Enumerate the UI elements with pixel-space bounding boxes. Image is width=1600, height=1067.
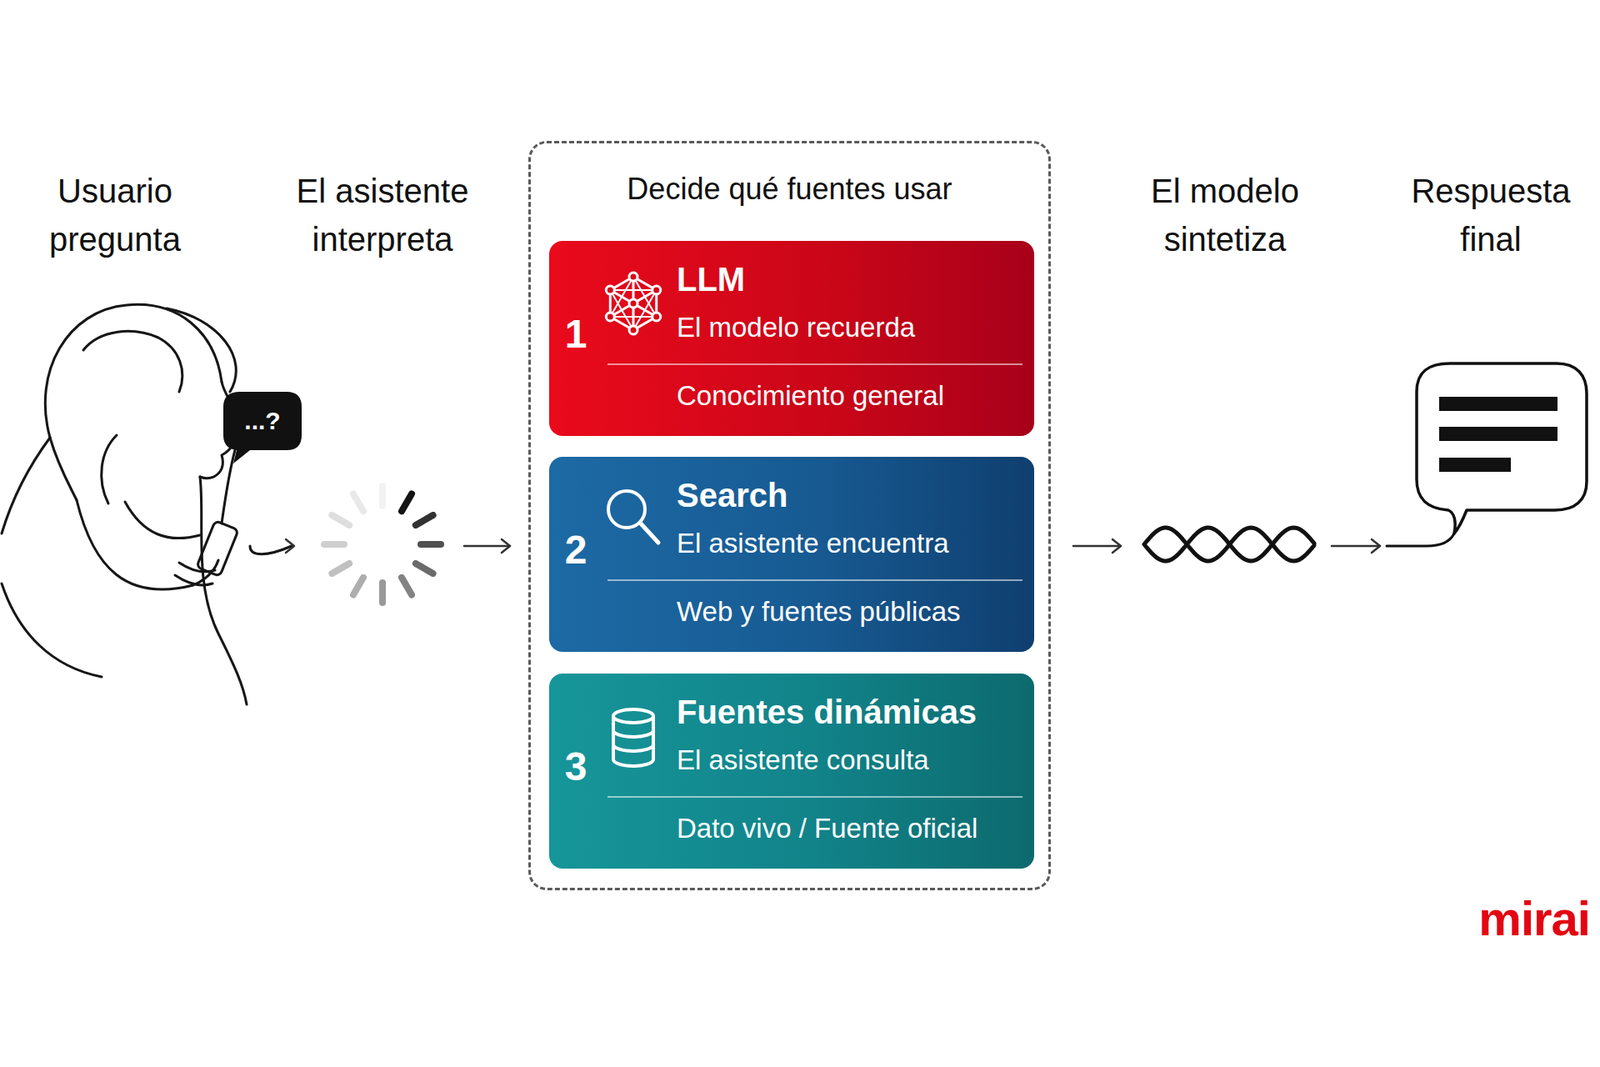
group-heading: Decide qué fuentes usar [530,171,1049,207]
spinner-tick [379,582,386,603]
loading-spinner [324,485,441,603]
step-heading: El asistente interpreta [278,166,487,264]
step-heading: El modelo sintetiza [1120,166,1330,264]
synthesis-wave [1144,527,1315,561]
spinner-tick [401,577,412,595]
source-card: 3 Fuentes dinámicas El asistente consultaD… [549,673,1035,869]
source-title: Search [676,475,788,515]
brand-logo: mirai [1478,890,1590,946]
callout-number: 1 [560,310,591,358]
spinner-tick [415,563,434,574]
spinner-tick [353,493,364,511]
callout-number: 3 [560,743,591,790]
speech-bubble-question [223,391,302,464]
spinner-tick [331,563,350,574]
source-card: 2 Search El asistente encuentraWeb y fuent… [549,456,1035,652]
source-icon [600,270,667,337]
source-card: 1 LLM El modelo recuerdaConocimiento gener… [549,240,1035,436]
source-title: LLM [676,259,745,300]
source-icon [600,704,667,771]
spinner-tick [420,540,441,548]
source-group: Decide qué fuentes usar 1 LLM El modelo rec… [528,140,1051,890]
step-heading: Respuesta final [1386,166,1595,264]
source-type: Dato vivo / Fuente oficial [676,811,978,845]
source-action: El asistente encuentra [676,526,950,560]
divider-line [607,579,1023,581]
spinner-tick [415,515,434,525]
spinner-tick [379,485,386,506]
step-heading: Usuario pregunta [10,166,220,264]
spinner-tick [353,577,364,595]
spinner-tick [401,493,412,511]
divider-line [607,363,1023,365]
spinner-tick [324,540,345,548]
source-title: Fuentes dinámicas [676,691,977,732]
divider-line [607,795,1023,798]
source-icon [600,482,667,550]
source-action: El modelo recuerda [676,310,915,345]
callout-number: 2 [560,526,591,574]
spinner-tick [331,515,350,525]
question-mark: ...? [224,404,301,438]
person-drawing [1,304,292,705]
answer-bubble [1416,363,1587,534]
source-action: El asistente consulta [676,743,930,777]
source-type: Conocimiento general [676,379,945,413]
source-type: Web y fuentes públicas [676,595,961,629]
